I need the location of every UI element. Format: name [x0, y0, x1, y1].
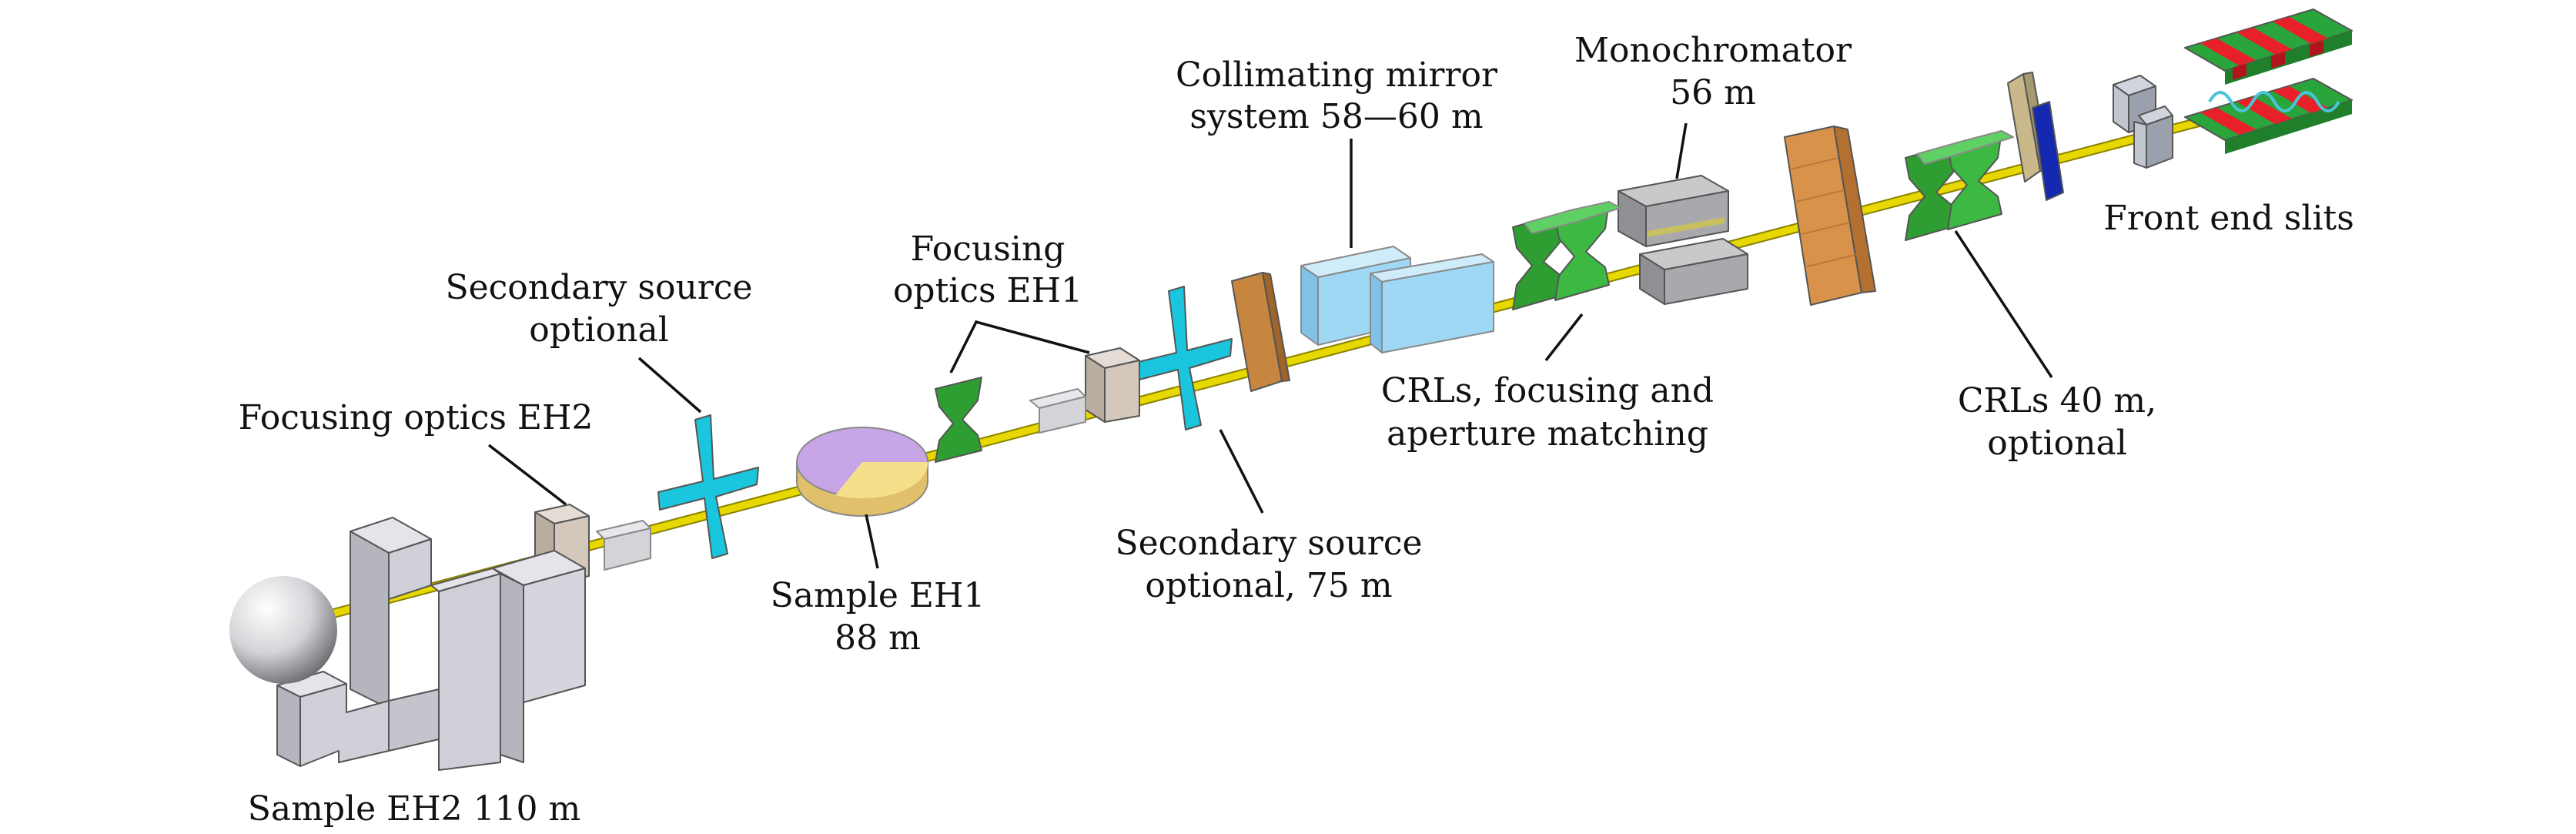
label-aperture-matching: aperture matching	[1387, 414, 1708, 454]
label-secondary-source-optional-note: optional	[529, 310, 669, 350]
label-front-end-slits: Front end slits	[2103, 199, 2354, 238]
leader-focusing-eh2	[487, 444, 567, 506]
crl-eh1-lens	[935, 377, 982, 463]
monochromator	[1618, 175, 1748, 305]
undulator-upper-magnet-array	[2184, 8, 2353, 85]
sample-eh1	[796, 427, 928, 517]
collimating-mirror-system	[1300, 246, 1494, 353]
label-collimating-distance: system 58—60 m	[1189, 97, 1483, 136]
beam-window	[2007, 72, 2064, 201]
label-sample-eh1-distance: 88 m	[835, 618, 921, 658]
label-crls-40m-optional: optional	[1987, 424, 2127, 463]
small-shielding-wall	[1231, 272, 1290, 392]
label-sample-eh1: Sample EH1	[771, 576, 985, 615]
leader-secondary-75	[1219, 429, 1264, 514]
label-collimating-mirror: Collimating mirror	[1176, 55, 1498, 95]
crl-40m-lens-stack	[1905, 130, 2014, 241]
label-monochromator: Monochromator	[1574, 31, 1852, 70]
leader-focusing-eh1	[949, 320, 1090, 373]
label-secondary-source-75-distance: optional, 75 m	[1145, 566, 1392, 605]
leader-crls-40	[1954, 230, 2053, 378]
crl-focusing-lens-stack	[1512, 201, 1621, 310]
sample-eh2	[276, 517, 586, 771]
electron-trajectory	[2208, 91, 2340, 112]
shielding-wall	[1784, 126, 1876, 306]
undulator-lower-magnet-array	[2184, 78, 2353, 154]
leader-sample-eh1	[865, 514, 879, 569]
sample-sphere	[229, 576, 337, 684]
secondary-source-optional	[657, 414, 759, 559]
undulator	[2184, 8, 2353, 154]
secondary-source-75m	[1131, 286, 1233, 430]
focusing-optics-eh1	[1029, 347, 1140, 434]
x-ray-beam	[318, 85, 2323, 621]
label-focusing-eh1: Focusing	[911, 229, 1066, 269]
label-secondary-source-optional: Secondary source	[445, 268, 752, 307]
label-secondary-source-75: Secondary source	[1115, 524, 1422, 563]
label-crls-40m: CRLs 40 m,	[1958, 381, 2156, 420]
label-crls-focusing: CRLs, focusing and	[1381, 371, 1714, 410]
labels: Front end slits Monochromator 56 m Colli…	[239, 31, 2354, 829]
leader-lines	[487, 122, 2053, 569]
label-sample-eh2: Sample EH2 110 m	[248, 789, 581, 829]
front-end-slits	[2113, 75, 2173, 169]
label-focusing-optics-eh2: Focusing optics EH2	[239, 398, 594, 437]
leader-crls-focusing	[1544, 313, 1584, 362]
label-optics-eh1: optics EH1	[893, 271, 1082, 310]
leader-monochromator	[1675, 122, 1688, 179]
leader-secondary-optional	[637, 357, 702, 414]
label-monochromator-distance: 56 m	[1670, 73, 1756, 112]
